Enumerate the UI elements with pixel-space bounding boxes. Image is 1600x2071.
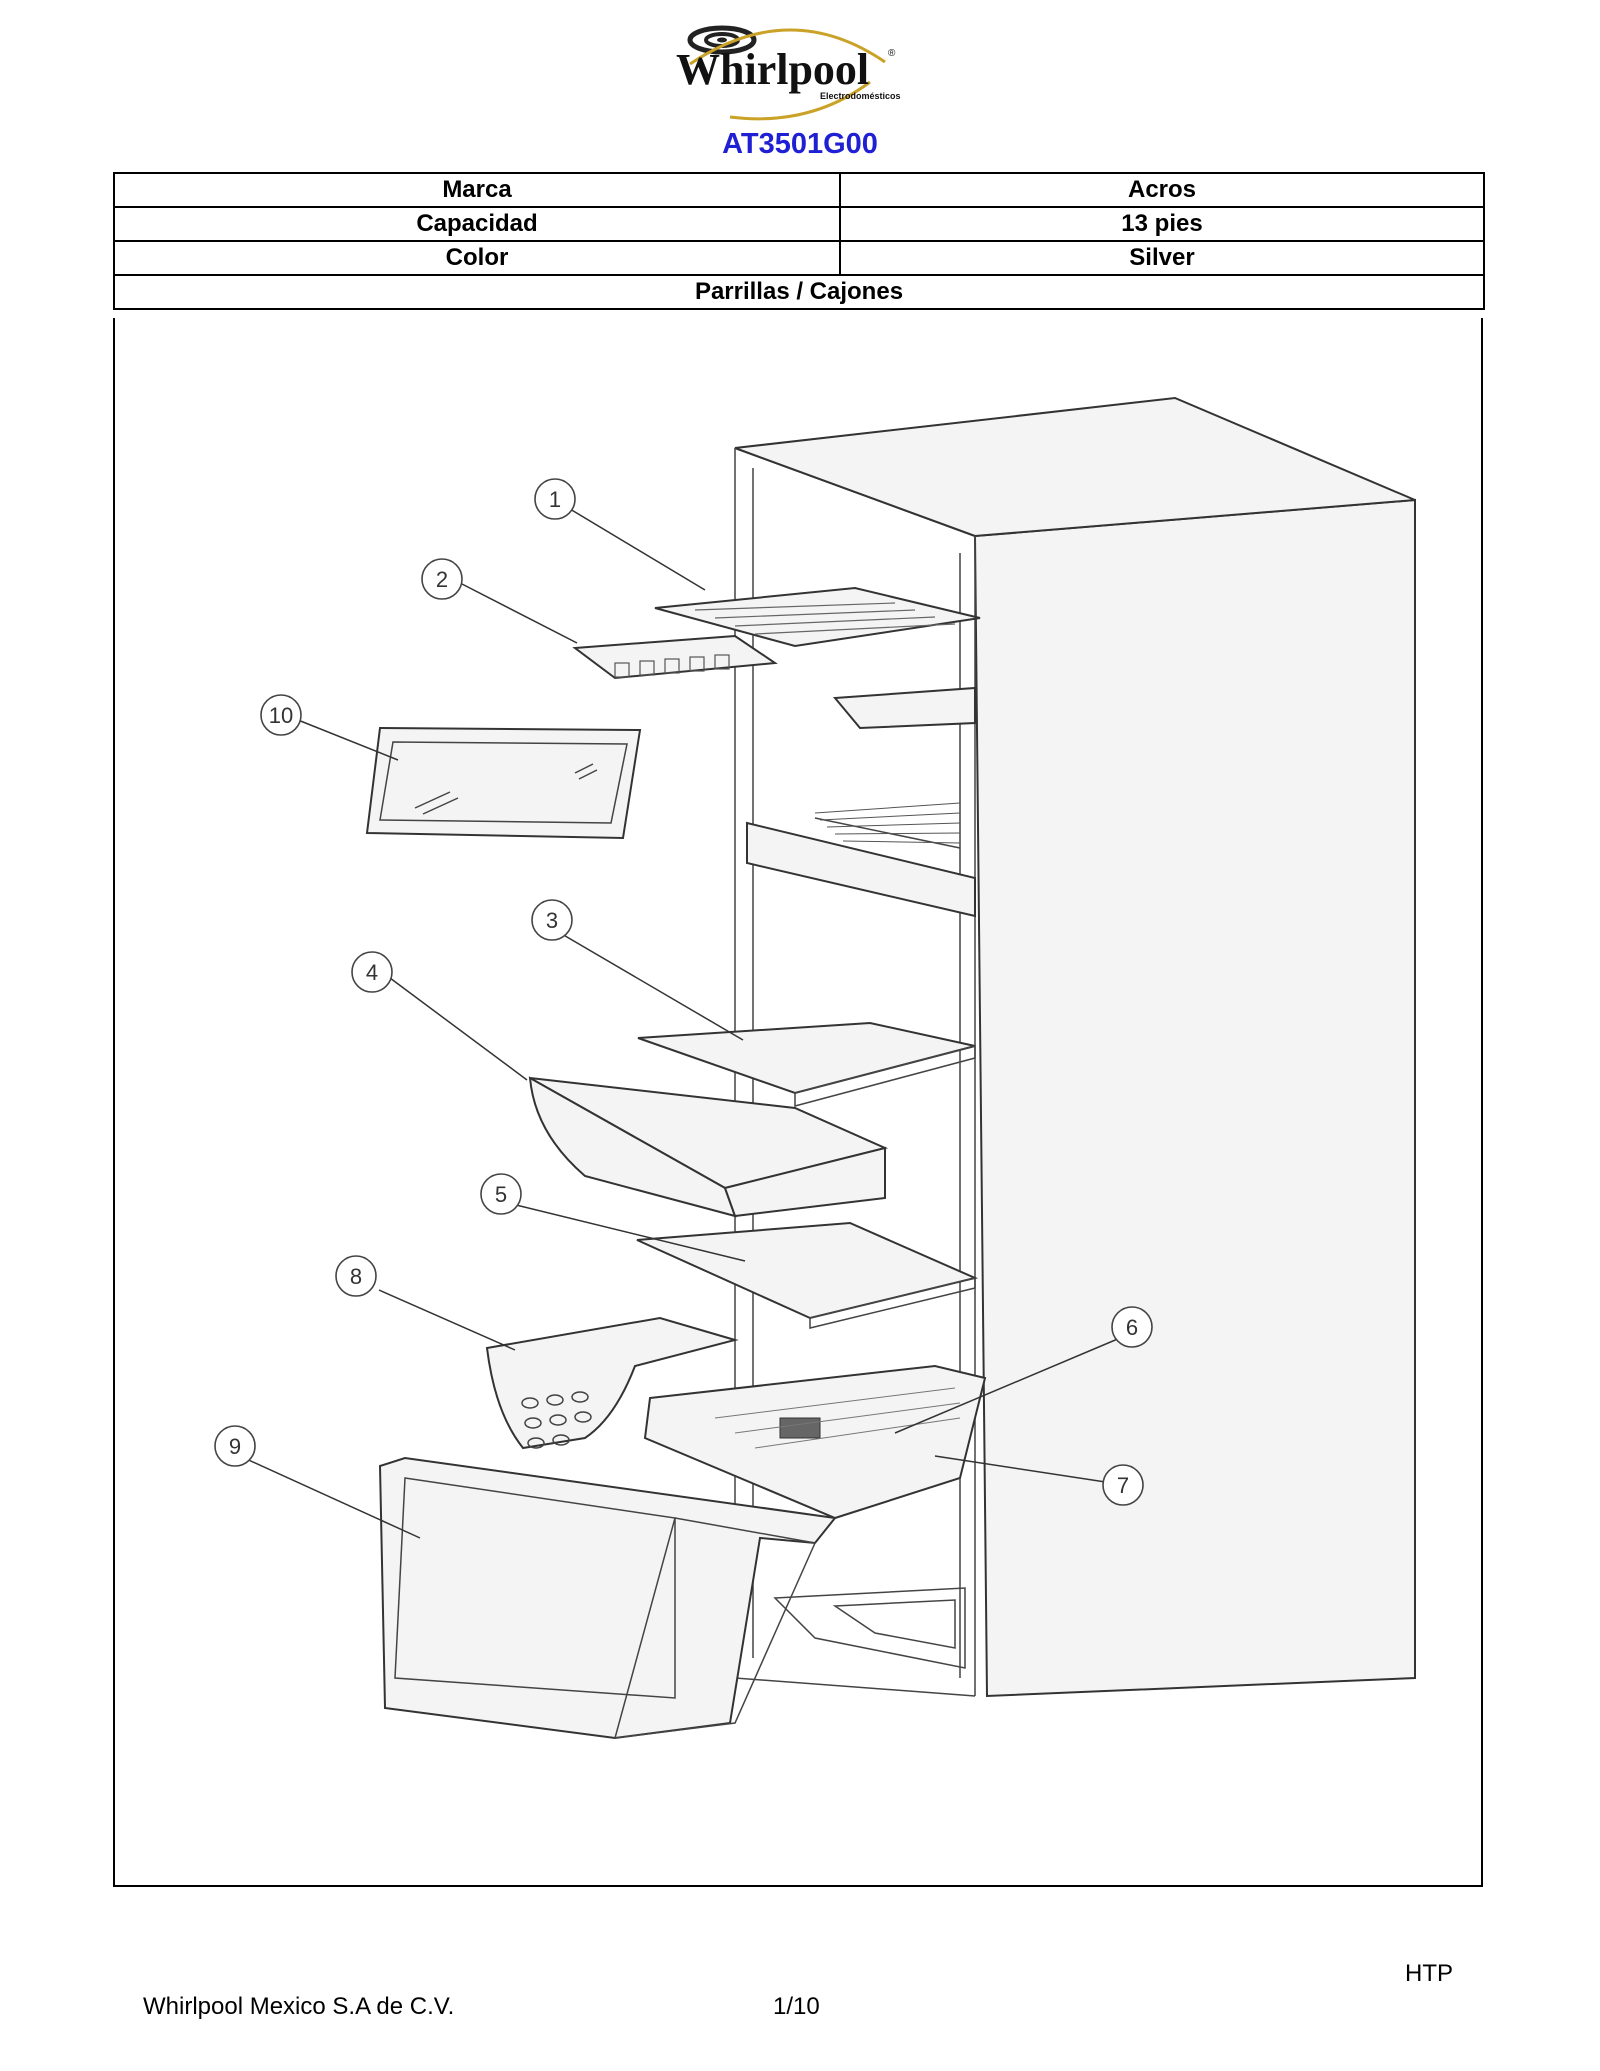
svg-text:4: 4: [366, 960, 378, 985]
callout-8: 8: [335, 1255, 377, 1297]
svg-text:6: 6: [1126, 1315, 1138, 1340]
callout-3: 3: [531, 899, 573, 941]
spec-row-capacity: Capacidad 13 pies: [113, 206, 1485, 242]
crisper-drawer: [378, 1456, 837, 1740]
htp-label: HTP: [1405, 1960, 1453, 1987]
spec-value: Acros: [839, 172, 1485, 208]
crisper-humidity-bin: [485, 1316, 739, 1450]
callout-6: 6: [1111, 1306, 1153, 1348]
spec-row-color: Color Silver: [113, 240, 1485, 276]
footer-page-number: 1/10: [773, 1993, 820, 2020]
svg-text:Whirlpool: Whirlpool: [676, 45, 869, 94]
section-title-row: Parrillas / Cajones: [113, 274, 1485, 310]
callout-7: 7: [1102, 1464, 1144, 1506]
crisper-cover-shelf: [636, 1221, 979, 1329]
callout-10: 10: [260, 694, 302, 736]
refrigerator-shelf: [637, 1021, 976, 1107]
callout-9: 9: [214, 1425, 256, 1467]
callout-1: 1: [534, 478, 576, 520]
svg-text:7: 7: [1117, 1473, 1129, 1498]
spec-value: Silver: [839, 240, 1485, 276]
svg-text:10: 10: [269, 703, 293, 728]
spec-label: Marca: [113, 172, 841, 208]
svg-text:3: 3: [546, 908, 558, 933]
spec-row-brand: Marca Acros: [113, 172, 1485, 208]
refrigerator-exploded-diagram: 1 2 10 3 4 5 8 6: [214, 396, 1416, 1740]
callout-4: 4: [351, 951, 393, 993]
svg-text:Electrodomésticos: Electrodomésticos: [820, 91, 901, 101]
meat-drawer: [528, 1076, 889, 1218]
callout-5: 5: [480, 1173, 522, 1215]
whirlpool-logo: Whirlpool ® Electrodomésticos: [670, 12, 910, 130]
crisper-cover: [643, 1364, 987, 1520]
svg-text:2: 2: [436, 567, 448, 592]
section-title: Parrillas / Cajones: [113, 274, 1485, 310]
exploded-diagram-box: 1 2 10 3 4 5 8 6: [113, 318, 1483, 1887]
svg-text:9: 9: [229, 1434, 241, 1459]
model-number: AT3501G00: [722, 128, 878, 160]
svg-text:®: ®: [888, 48, 896, 59]
ice-tray: [572, 634, 976, 730]
freezer-shelf: [654, 586, 981, 648]
callout-2: 2: [421, 558, 463, 600]
svg-text:5: 5: [495, 1182, 507, 1207]
glass-shelf: [365, 726, 642, 840]
spec-value: 13 pies: [839, 206, 1485, 242]
leader-lines: [241, 502, 1121, 1539]
svg-text:8: 8: [350, 1264, 362, 1289]
spec-label: Color: [113, 240, 841, 276]
spec-label: Capacidad: [113, 206, 841, 242]
svg-text:1: 1: [549, 487, 561, 512]
footer-company: Whirlpool Mexico S.A de C.V.: [143, 1993, 455, 2020]
spec-table: Marca Acros Capacidad 13 pies Color Silv…: [113, 172, 1485, 310]
